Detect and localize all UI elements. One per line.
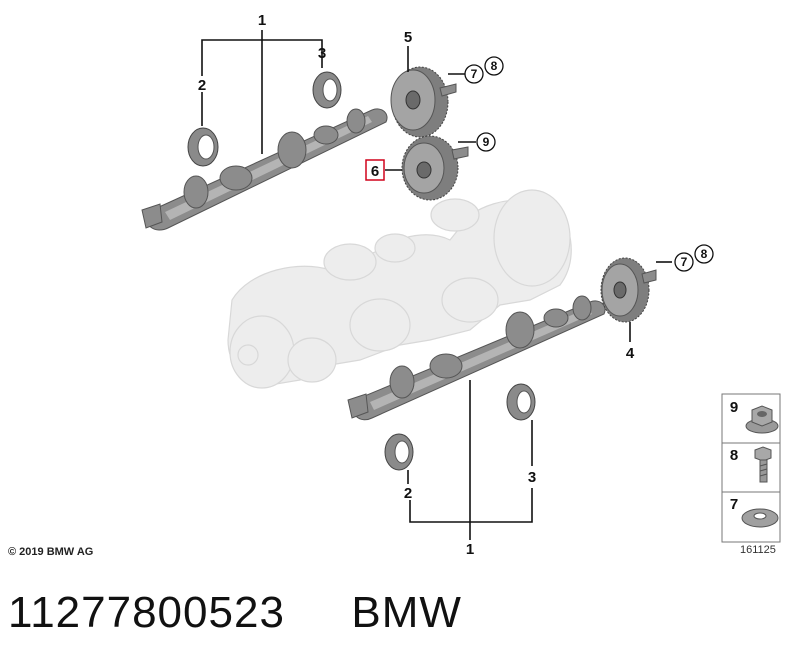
callout-small-gear-nut: 9 bbox=[476, 132, 496, 152]
callout-upper-bearing-right: 3 bbox=[318, 45, 326, 62]
part-number: 11277800523 bbox=[8, 588, 285, 637]
upper-gear bbox=[390, 66, 457, 138]
legend-number-9: 9 bbox=[730, 399, 738, 416]
upper-bearing-left bbox=[187, 127, 219, 167]
svg-text:7: 7 bbox=[471, 67, 478, 81]
diagram-id: 161125 bbox=[740, 544, 776, 556]
brand-name: BMW bbox=[351, 588, 462, 637]
lower-bearing-left bbox=[384, 433, 414, 471]
hex-flange-nut-icon bbox=[745, 405, 779, 434]
upper-leaders bbox=[201, 30, 476, 171]
callout-upper-shaft: 1 bbox=[258, 12, 266, 29]
svg-text:9: 9 bbox=[483, 135, 490, 149]
part-caption: 11277800523 BMW bbox=[8, 588, 792, 638]
upper-balance-shaft bbox=[141, 108, 388, 231]
lower-bearing-right bbox=[506, 383, 536, 421]
callout-small-gear-highlight: 6 bbox=[365, 159, 385, 181]
copyright-text: © 2019 BMW AG bbox=[8, 546, 93, 558]
svg-text:6: 6 bbox=[371, 163, 379, 180]
callout-upper-bearing-left: 2 bbox=[198, 77, 206, 94]
callout-lower-gear-washer: 7 bbox=[674, 252, 694, 272]
svg-text:7: 7 bbox=[681, 255, 688, 269]
washer-icon bbox=[741, 508, 779, 528]
upper-bearing-right bbox=[312, 71, 342, 109]
svg-text:8: 8 bbox=[491, 59, 498, 73]
lower-leaders bbox=[407, 261, 672, 540]
callout-lower-bearing-right: 3 bbox=[528, 469, 536, 486]
callout-upper-gear: 5 bbox=[404, 29, 412, 46]
lower-balance-shaft bbox=[347, 295, 606, 421]
small-gear bbox=[401, 135, 469, 201]
legend-number-8: 8 bbox=[730, 447, 738, 464]
svg-text:8: 8 bbox=[701, 247, 708, 261]
callout-upper-gear-bolt: 8 bbox=[484, 56, 504, 76]
bolt-icon bbox=[754, 446, 772, 483]
legend-number-7: 7 bbox=[730, 496, 738, 513]
callout-upper-gear-washer: 7 bbox=[464, 64, 484, 84]
lower-gear bbox=[600, 257, 657, 323]
callout-lower-gear-bolt: 8 bbox=[694, 244, 714, 264]
fastener-legend: 9 8 7 bbox=[721, 393, 781, 543]
callout-lower-bearing-left: 2 bbox=[404, 485, 412, 502]
callout-lower-shaft: 1 bbox=[466, 541, 474, 558]
callout-lower-gear: 4 bbox=[626, 345, 635, 362]
crankshaft-ghost bbox=[227, 189, 572, 389]
